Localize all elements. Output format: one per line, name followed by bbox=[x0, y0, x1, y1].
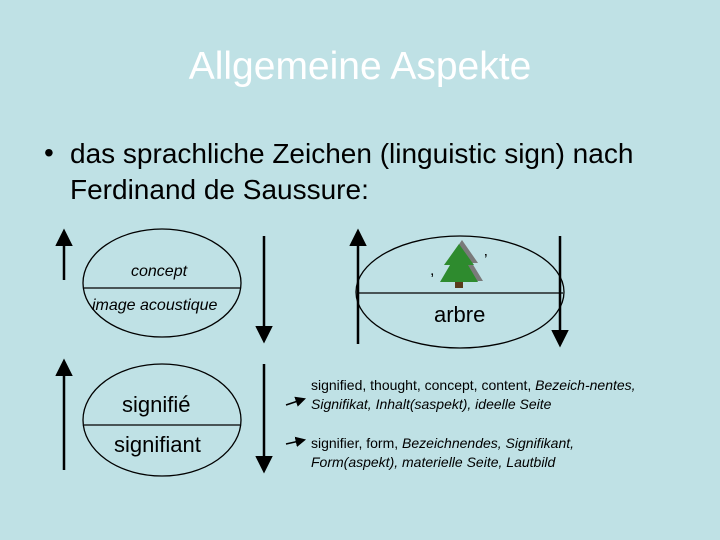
left-sign-ellipse bbox=[82, 228, 242, 338]
quote-open: , bbox=[430, 262, 435, 279]
signifier-italic-text: Bezeichnendes, Signifikant, Form(aspekt)… bbox=[311, 435, 575, 470]
right-sign-ellipse bbox=[355, 235, 565, 349]
concept-label: concept bbox=[131, 263, 188, 280]
signifier-plain-text: signifier, form, bbox=[311, 435, 403, 451]
slide-title: Allgemeine Aspekte bbox=[188, 45, 532, 88]
quote-close: ’ bbox=[484, 252, 488, 269]
tree-icon bbox=[440, 240, 483, 288]
signified-plain-text: signified, thought, concept, content, bbox=[311, 377, 536, 393]
lower-sign-ellipse bbox=[82, 363, 242, 477]
signified-pointer-arrow bbox=[285, 396, 306, 407]
image-acoustique-label: image acoustique bbox=[92, 297, 218, 314]
signified-description: signified, thought, concept, content, Be… bbox=[311, 376, 651, 414]
signifie-label: signifié bbox=[122, 392, 191, 417]
bullet-text: das sprachliche Zeichen (linguistic sign… bbox=[70, 138, 634, 205]
signifiant-label: signifiant bbox=[114, 432, 201, 457]
signifier-pointer-arrow bbox=[285, 436, 307, 447]
signified-italic-text: Bezeich-nentes, Signifikat, Inhalt(saspe… bbox=[311, 377, 636, 412]
bullet-marker: • bbox=[44, 137, 54, 168]
signifier-description: signifier, form, Bezeichnendes, Signifik… bbox=[311, 434, 651, 472]
arbre-label: arbre bbox=[434, 302, 486, 327]
